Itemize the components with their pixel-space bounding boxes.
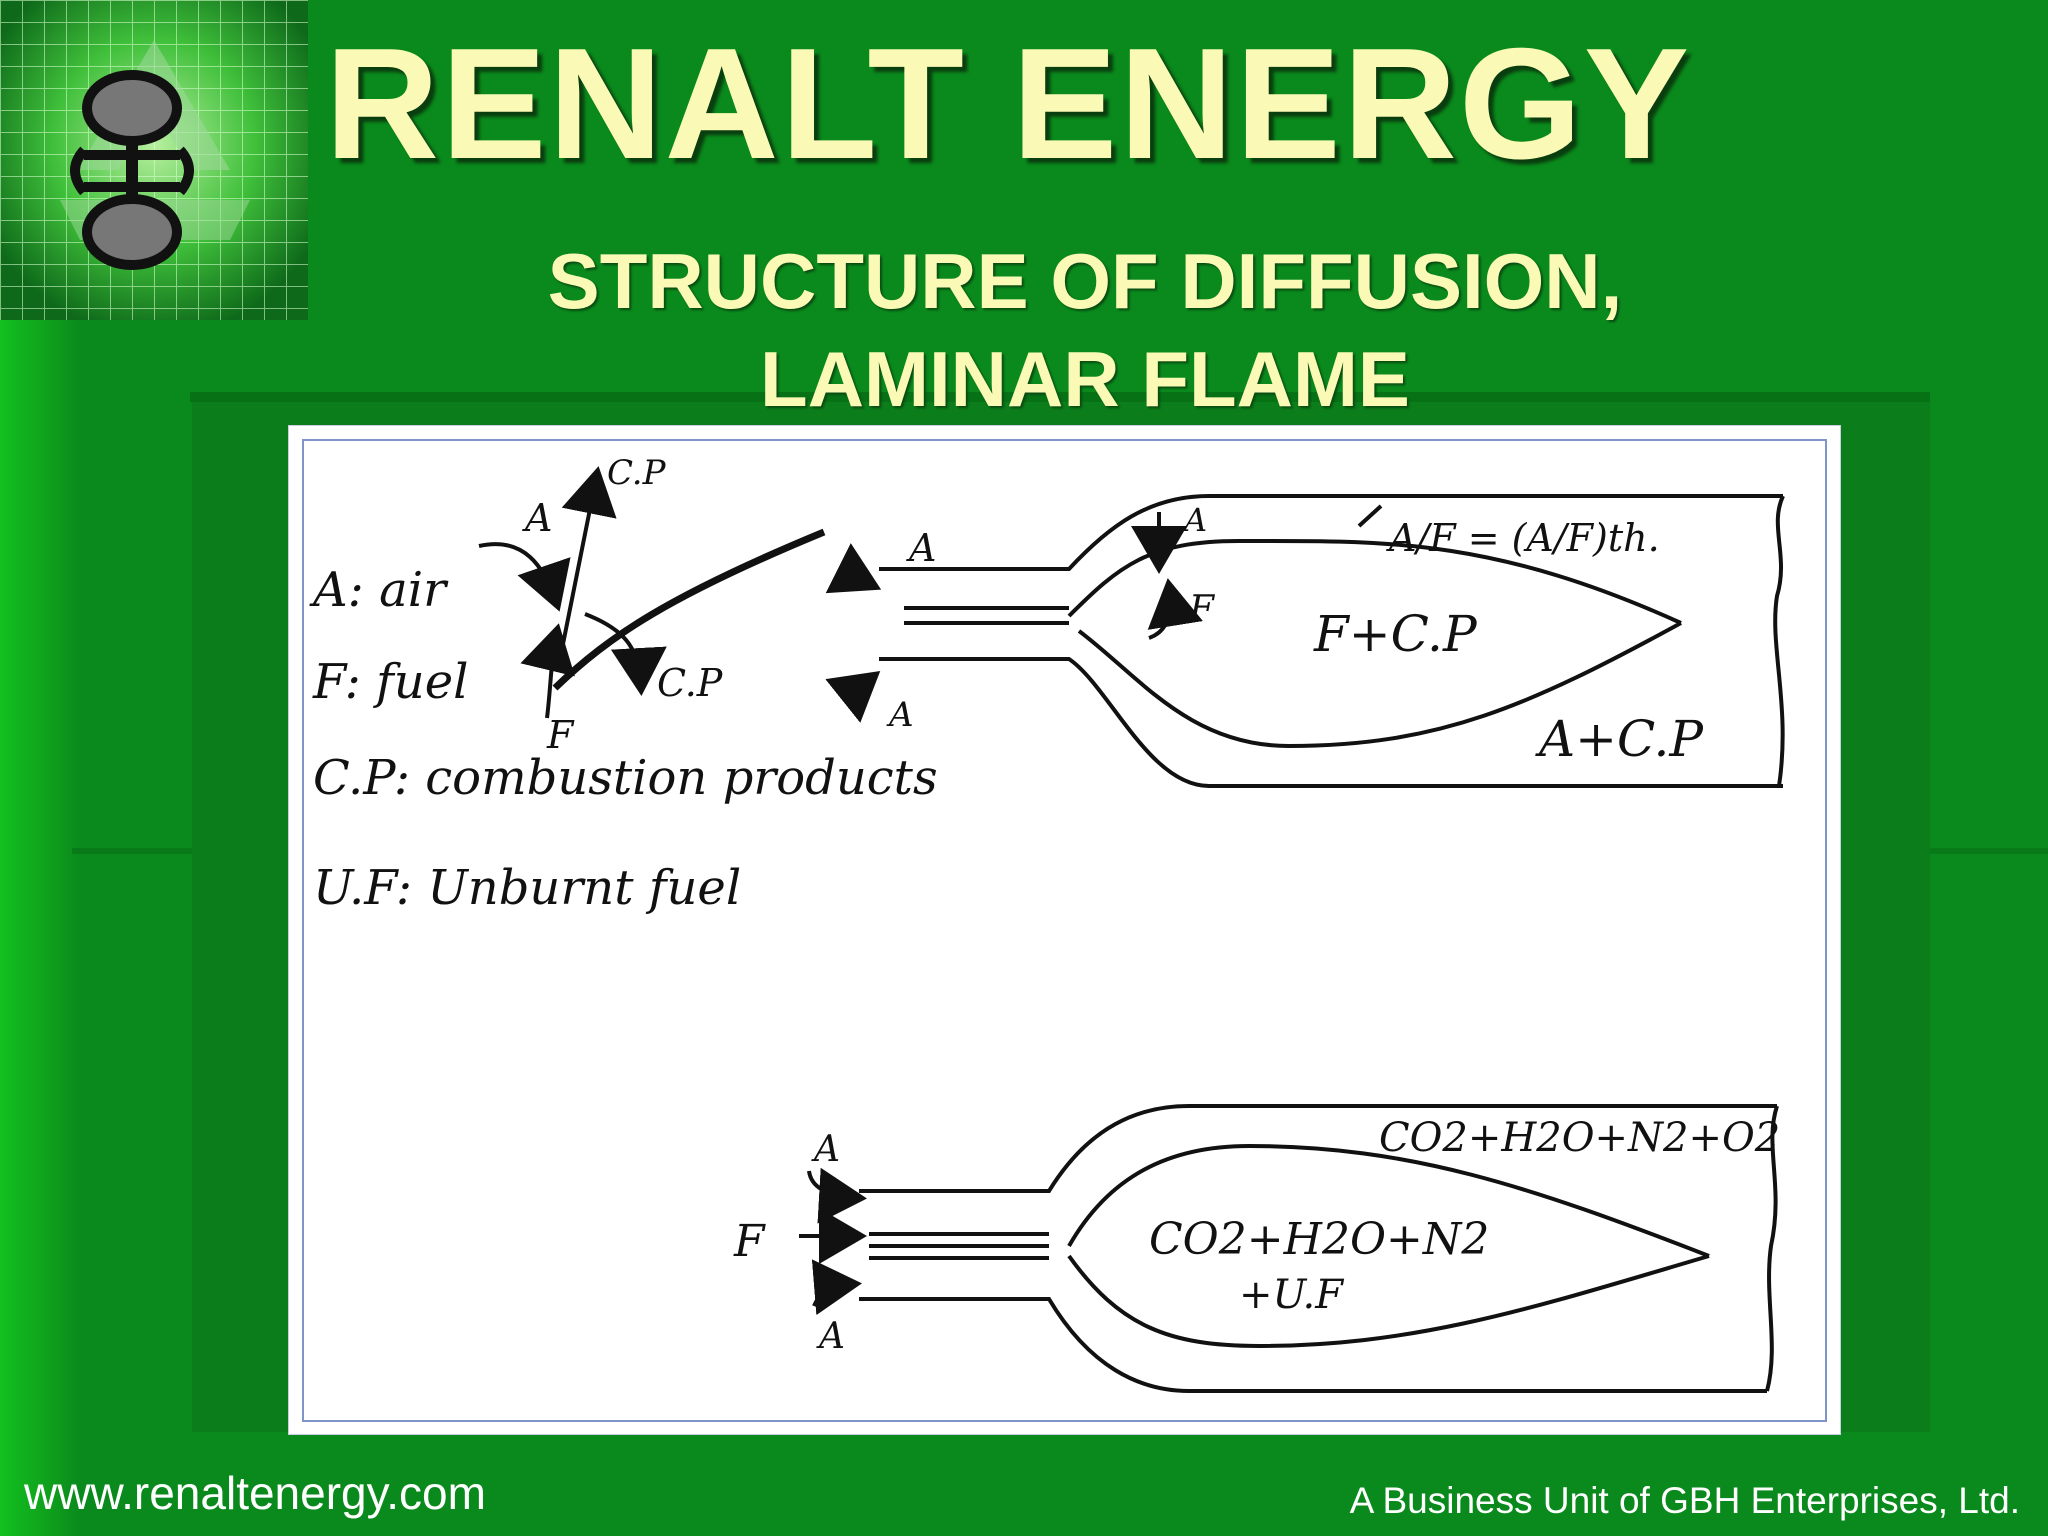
background-band (190, 392, 1930, 402)
top-label-air-lower: A (886, 695, 914, 735)
top-label-ratio: A/F = (A/F)th. (1386, 516, 1660, 560)
detail-label-air: A (522, 496, 552, 540)
air-arrow (811, 1259, 862, 1316)
bottom-label-unburnt-fuel: +U.F (1239, 1272, 1344, 1318)
ratio-pointer (1357, 504, 1383, 528)
combustion-products-arrow (559, 466, 617, 655)
flame-diagram-svg: A: air F: fuel C.P: combustion products … (302, 439, 1827, 1422)
legend-air: A: air (309, 562, 449, 618)
bottom-label-outer-zone: CO2+H2O+N2+O2 (1379, 1115, 1780, 1161)
bottom-burner-wall-lower (859, 1297, 1767, 1393)
subtitle-line: LAMINAR FLAME (760, 335, 1410, 423)
flame-front-line (552, 528, 826, 691)
air-arrow (807, 1167, 867, 1224)
top-burner-wall-upper (879, 494, 1783, 571)
fuel-arrow (1147, 578, 1203, 640)
top-flame (825, 494, 1785, 788)
bottom-burner-wall-upper (859, 1104, 1777, 1193)
air-arrow (825, 543, 882, 594)
fuel-arrow (520, 623, 575, 719)
bottom-flame-sheet-upper (1067, 1143, 1710, 1258)
top-flame-sheet-lower (1077, 621, 1682, 749)
air-arrow (478, 542, 571, 612)
legend-combustion-products: C.P: combustion products (313, 750, 938, 806)
bottom-outlet-edge (1765, 1105, 1779, 1392)
diagram-border (302, 439, 1827, 1422)
slide-subtitle: STRUCTURE OF DIFFUSION, LAMINAR FLAME (300, 232, 1870, 428)
top-label-air-upper: A (906, 526, 936, 570)
legend-unburnt-fuel: U.F: Unburnt fuel (313, 860, 741, 916)
bottom-label-air-upper: A (811, 1129, 840, 1170)
top-label-air-inner: A (1181, 501, 1207, 539)
website-link[interactable]: www.renaltenergy.com (24, 1467, 486, 1519)
air-arrow (825, 671, 881, 723)
flame-front-detail (478, 466, 826, 719)
combustion-products-arrow (584, 612, 667, 696)
top-burner-wall-lower (879, 657, 1783, 788)
top-flame-sheet-upper (1067, 538, 1682, 625)
detail-label-fuel: F (546, 713, 575, 757)
top-label-inner-zone: F+C.P (1313, 605, 1478, 663)
company-attribution: A Business Unit of GBH Enterprises, Ltd. (1349, 1480, 2020, 1521)
top-label-fuel: F (1188, 589, 1216, 630)
detail-label-cp-top: C.P (607, 453, 667, 493)
company-logo (0, 0, 308, 320)
subtitle-line: STRUCTURE OF DIFFUSION, (547, 237, 1623, 325)
bottom-flame-sheet-lower (1067, 1254, 1710, 1349)
bottom-flame (799, 1104, 1779, 1393)
page-title: RENALT ENERGY (325, 16, 1692, 192)
top-label-outer-zone: A+C.P (1535, 710, 1704, 768)
detail-label-cp-right: C.P (657, 661, 724, 705)
legend-fuel: F: fuel (312, 654, 468, 710)
bottom-label-inner-zone: CO2+H2O+N2 (1149, 1214, 1489, 1265)
flame-diagram: A: air F: fuel C.P: combustion products … (288, 425, 1841, 1435)
bottom-label-air-lower: A (816, 1316, 845, 1357)
bottom-label-fuel: F (733, 1216, 766, 1267)
top-outlet-edge (1773, 495, 1785, 787)
